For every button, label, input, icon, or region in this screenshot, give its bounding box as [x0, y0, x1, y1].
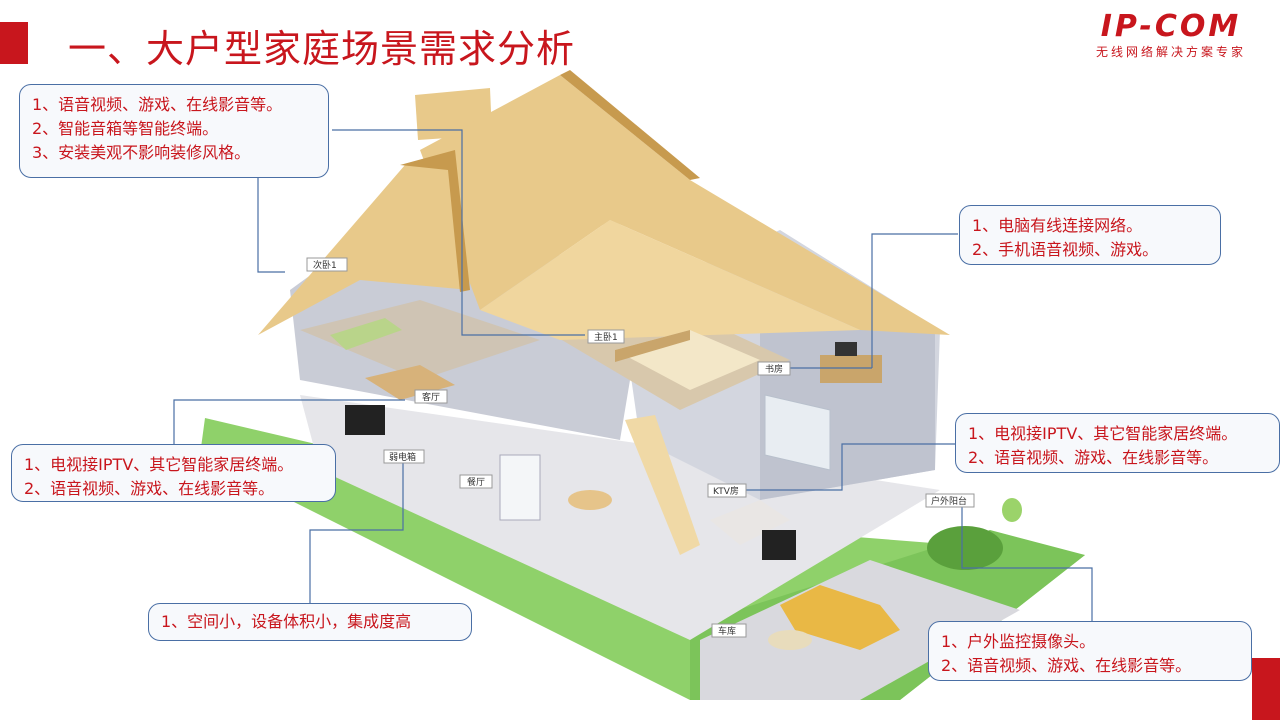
fridge — [499, 454, 541, 521]
leader-ktv — [745, 443, 955, 491]
room-label-bedroom2: 次卧1 — [306, 257, 348, 272]
logo-tagline: 无线网络解决方案专家 — [1095, 45, 1246, 59]
svg-text:KTV房: KTV房 — [713, 485, 739, 497]
callout-outdoor: 1、户外监控摄像头。 2、语音视频、游戏、在线影音等。 — [928, 621, 1252, 681]
staircase — [625, 415, 700, 555]
leader-bedroom — [257, 178, 285, 273]
corner-accent-bar — [1252, 658, 1280, 720]
roof-trim — [400, 150, 470, 292]
callout-living: 1、电视接IPTV、其它智能家居终端。 2、语音视频、游戏、在线影音等。 — [11, 444, 336, 502]
sofa — [365, 365, 455, 400]
room-label-master: 主卧1 — [587, 329, 625, 344]
bathroom — [764, 394, 831, 471]
ground-floor — [300, 395, 940, 640]
callout-bedroom: 1、语音视频、游戏、在线影音等。 2、智能音箱等智能终端。 3、安装美观不影响装… — [19, 84, 329, 178]
upper-floor-left — [300, 300, 540, 380]
brand-logo: IP-COM 无线网络解决方案专家 — [1076, 10, 1266, 60]
room-label-closet: 弱电箱 — [383, 449, 425, 464]
tv-living — [345, 405, 385, 435]
title-accent-bar — [0, 22, 28, 64]
leader-living — [173, 399, 405, 448]
tree — [1002, 498, 1022, 522]
callout-closet: 1、空间小，设备体积小，集成度高 — [148, 603, 472, 641]
leader-study — [871, 233, 958, 368]
svg-text:车库: 车库 — [718, 625, 736, 637]
roof-main — [420, 75, 950, 335]
bed-small — [330, 318, 402, 350]
svg-text:主卧1: 主卧1 — [594, 331, 618, 343]
page-title: 一、大户型家庭场景需求分析 — [68, 27, 576, 71]
hedge — [927, 526, 1003, 570]
ktv-sofa — [710, 500, 790, 545]
dining-table — [568, 490, 612, 510]
tv-ktv — [762, 530, 796, 560]
callout-ktv: 1、电视接IPTV、其它智能家居终端。 2、语音视频、游戏、在线影音等。 — [955, 413, 1280, 473]
callout-study: 1、电脑有线连接网络。 2、手机语音视频、游戏。 — [959, 205, 1221, 265]
leader-bedroom2 — [332, 129, 585, 336]
svg-text:书房: 书房 — [765, 363, 783, 375]
scooter — [768, 630, 812, 650]
svg-text:餐厅: 餐厅 — [467, 476, 485, 488]
room-label-balcony: 户外阳台 — [925, 493, 975, 508]
desk-study — [820, 355, 882, 383]
svg-text:次卧1: 次卧1 — [313, 259, 337, 271]
car — [780, 585, 900, 650]
roof-left — [258, 150, 470, 335]
room-label-ktv: KTV房 — [707, 483, 747, 498]
room-label-dining: 餐厅 — [459, 474, 493, 489]
leader-closet — [309, 462, 404, 614]
room-label-study: 书房 — [757, 361, 791, 376]
logo-text: IP-COM — [1100, 9, 1242, 44]
svg-text:户外阳台: 户外阳台 — [931, 495, 967, 507]
room-label-garage: 车库 — [711, 623, 747, 638]
svg-text:客厅: 客厅 — [422, 391, 440, 403]
svg-text:弱电箱: 弱电箱 — [389, 451, 416, 463]
room-label-living: 客厅 — [414, 389, 448, 404]
